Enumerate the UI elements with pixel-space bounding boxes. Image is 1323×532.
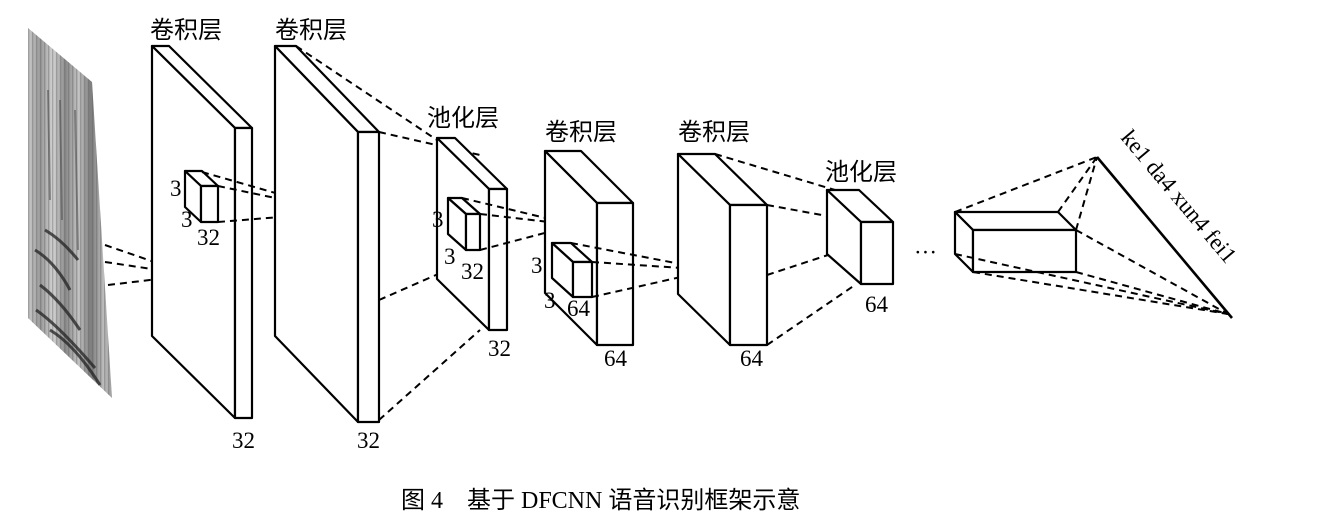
- conv-layer-4: [676, 152, 769, 347]
- conv-layer-3: [543, 149, 635, 347]
- ellipsis: ···: [914, 240, 937, 265]
- dim-64-kernel3: 64: [567, 296, 591, 321]
- output-line: [1096, 156, 1233, 319]
- label-pool-2: 池化层: [825, 158, 897, 186]
- dim-32-kernel1: 32: [197, 225, 220, 250]
- dim-64-conv3: 64: [604, 346, 628, 371]
- dim-k3-b: 3: [181, 207, 193, 232]
- output-transcription: ke1 da4 xun4 fei1: [1116, 125, 1241, 268]
- dim-32-kernel2: 32: [461, 259, 484, 284]
- dim-32-conv2: 32: [357, 428, 380, 453]
- dim-k3-f: 3: [544, 288, 556, 313]
- dim-32-conv1: 32: [232, 428, 255, 453]
- dim-32-pool1: 32: [488, 336, 511, 361]
- spectrogram-input: [28, 28, 112, 398]
- dim-64-pool2: 64: [865, 292, 889, 317]
- pool-layer-2: [825, 188, 895, 286]
- dim-k3-e: 3: [531, 253, 543, 278]
- conv-layer-2: [273, 44, 381, 424]
- conv-layer-1: [150, 44, 254, 420]
- dim-k3-c: 3: [432, 207, 444, 232]
- dim-k3-d: 3: [444, 244, 456, 269]
- label-conv-1: 卷积层: [150, 16, 222, 44]
- label-conv-2: 卷积层: [275, 16, 347, 44]
- label-conv-3: 卷积层: [545, 118, 617, 146]
- final-feature-block: [953, 210, 1078, 274]
- figure-caption: 图 4 基于 DFCNN 语音识别框架示意: [401, 487, 800, 514]
- pool-layer-1: [435, 136, 509, 332]
- label-pool-1: 池化层: [427, 104, 499, 132]
- label-conv-4: 卷积层: [678, 118, 750, 146]
- dim-64-conv4: 64: [740, 346, 764, 371]
- connection-lines-7: [954, 156, 1229, 315]
- dim-k3-a: 3: [170, 176, 182, 201]
